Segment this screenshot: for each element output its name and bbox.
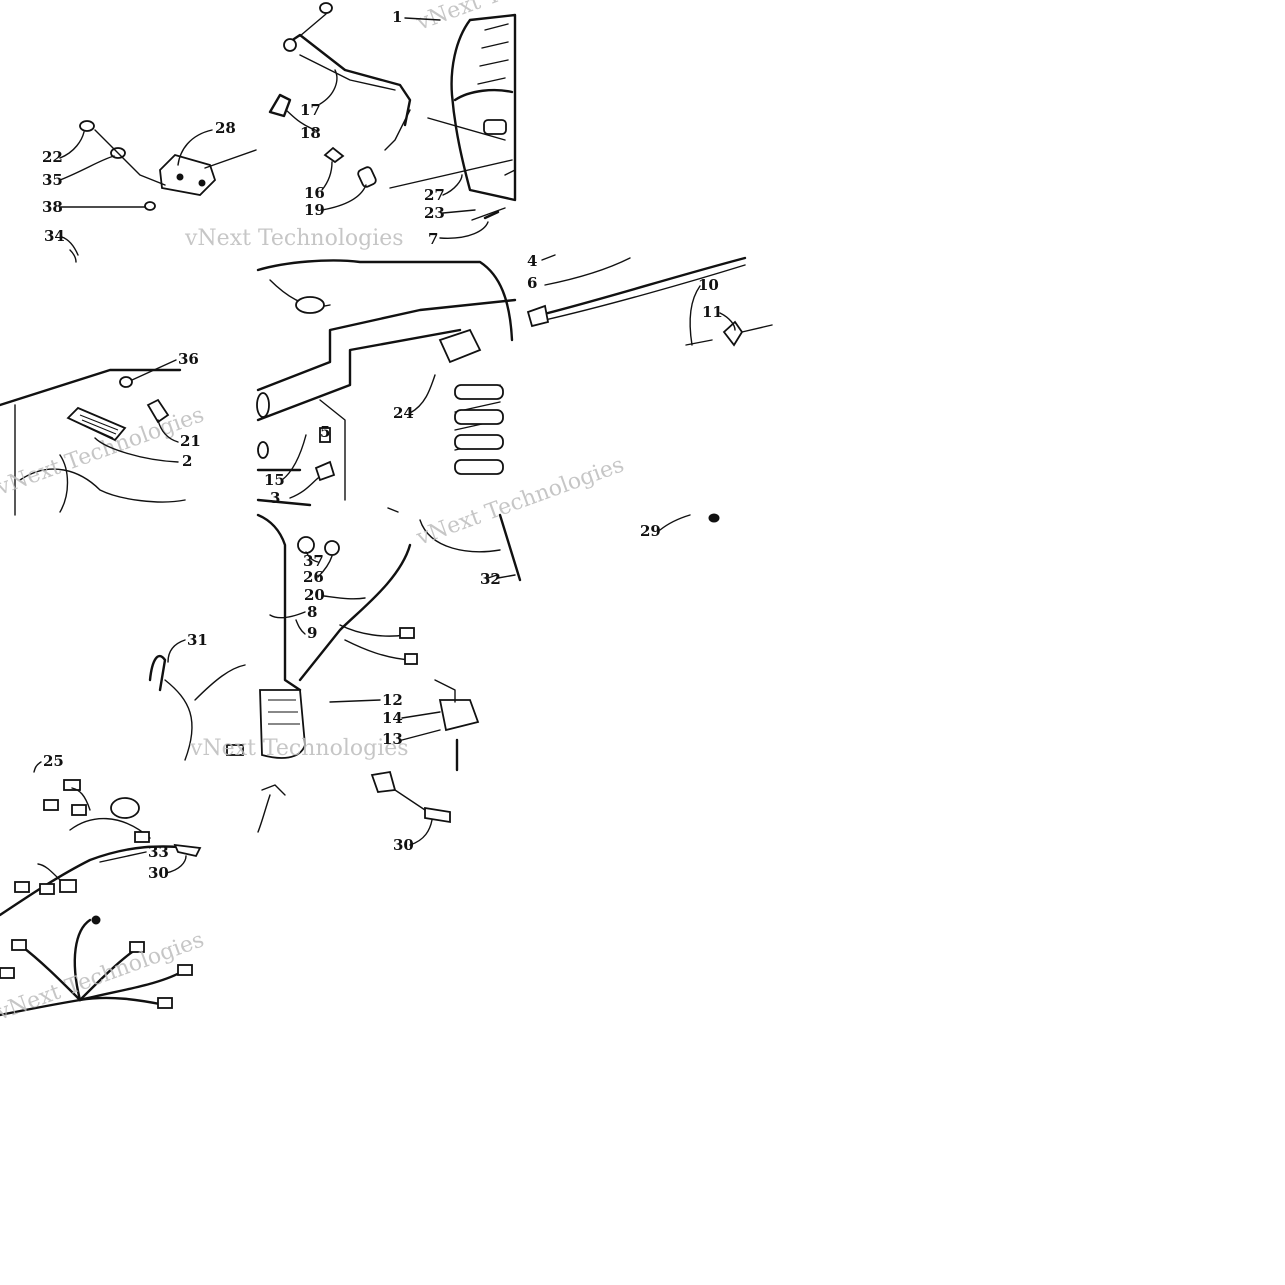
- callout-24: 24: [393, 404, 414, 422]
- callout-28: 28: [215, 119, 236, 137]
- callout-17: 17: [300, 101, 321, 119]
- tile-cable-right: [526, 256, 773, 523]
- callout-6: 6: [527, 274, 537, 292]
- callout-33: 33: [148, 843, 169, 861]
- tile-taillight: [69, 120, 257, 263]
- callout-25: 25: [43, 752, 64, 770]
- callout-27: 27: [424, 186, 445, 204]
- watermark: vNext Technologies: [0, 927, 207, 1026]
- callout-29: 29: [640, 522, 661, 540]
- callout-14: 14: [382, 709, 403, 727]
- callout-9: 9: [307, 624, 317, 642]
- watermark: vNext Technologies: [413, 452, 628, 551]
- callout-12: 12: [382, 691, 403, 709]
- callout-8: 8: [307, 603, 317, 621]
- callout-16: 16: [304, 184, 325, 202]
- callout-4: 4: [527, 252, 537, 270]
- callout-15: 15: [264, 471, 285, 489]
- callout-22: 22: [42, 148, 63, 166]
- callout-32: 32: [480, 570, 501, 588]
- callout-35: 35: [42, 171, 63, 189]
- callout-5: 5: [320, 423, 330, 441]
- callout-30-b: 30: [393, 836, 414, 854]
- tile-console-mid: [256, 259, 517, 513]
- callout-3: 3: [270, 489, 280, 507]
- callout-20: 20: [304, 586, 325, 604]
- callout-26: 26: [303, 568, 324, 586]
- callouts: 1 17 18 16 19 27 23 7 28 22 35 38 34 36 …: [42, 8, 723, 882]
- callout-18: 18: [300, 124, 321, 142]
- callout-10: 10: [698, 276, 719, 294]
- callout-7: 7: [428, 230, 438, 248]
- callout-19: 19: [304, 201, 325, 219]
- callout-1: 1: [392, 8, 402, 26]
- leader-lines: [33, 17, 736, 874]
- callout-23: 23: [424, 204, 445, 222]
- callout-34: 34: [44, 227, 65, 245]
- tile-hood: [0, 368, 186, 516]
- tile-main-harness: [0, 779, 202, 1017]
- callout-37: 37: [303, 552, 324, 570]
- callout-2: 2: [182, 452, 192, 470]
- tile-console-top: [268, 2, 517, 221]
- callout-13: 13: [382, 730, 403, 748]
- watermarks: vNext Technologies vNext Technologies vN…: [0, 0, 627, 1026]
- callout-11: 11: [702, 303, 723, 321]
- watermark: vNext Technologies: [184, 226, 404, 251]
- tile-cable-31: [148, 654, 246, 761]
- callout-31: 31: [187, 631, 208, 649]
- callout-38: 38: [42, 198, 63, 216]
- watermark: vNext Technologies: [189, 736, 409, 761]
- callout-30: 30: [148, 864, 169, 882]
- watermark: vNext Technologies: [0, 402, 207, 501]
- callout-36: 36: [178, 350, 199, 368]
- tile-harness: [256, 513, 522, 824]
- watermark: vNext Technologies: [413, 0, 628, 36]
- callout-21: 21: [180, 432, 201, 450]
